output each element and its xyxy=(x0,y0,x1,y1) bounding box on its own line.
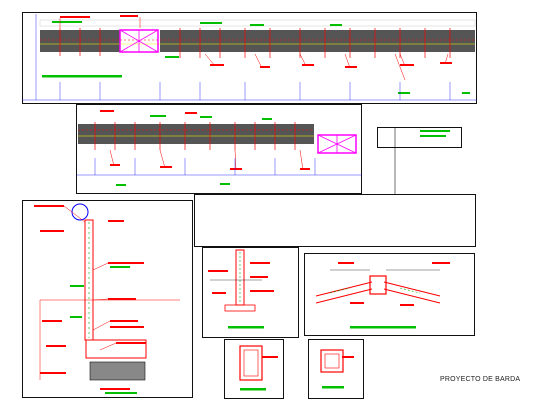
column-plan xyxy=(315,262,450,329)
column-section-a xyxy=(239,345,278,391)
column-section-b-frame xyxy=(308,339,364,399)
elevation-upper-frame xyxy=(22,12,477,104)
note-box-marks xyxy=(394,127,450,194)
column-section-a-frame xyxy=(224,339,284,399)
upper-elevation xyxy=(22,14,477,101)
column-plan-frame xyxy=(304,253,475,336)
elevation-lower-frame xyxy=(76,104,362,194)
wall-section xyxy=(34,203,180,394)
note-box-small xyxy=(377,127,462,148)
lower-elevation xyxy=(76,110,362,186)
wall-section-frame xyxy=(22,200,193,398)
footing-detail-frame xyxy=(202,247,299,338)
footing-detail xyxy=(208,249,274,329)
drawing-title: PROYECTO DE BARDA xyxy=(440,376,521,383)
column-section-b xyxy=(320,349,354,389)
note-box-large xyxy=(194,194,476,247)
